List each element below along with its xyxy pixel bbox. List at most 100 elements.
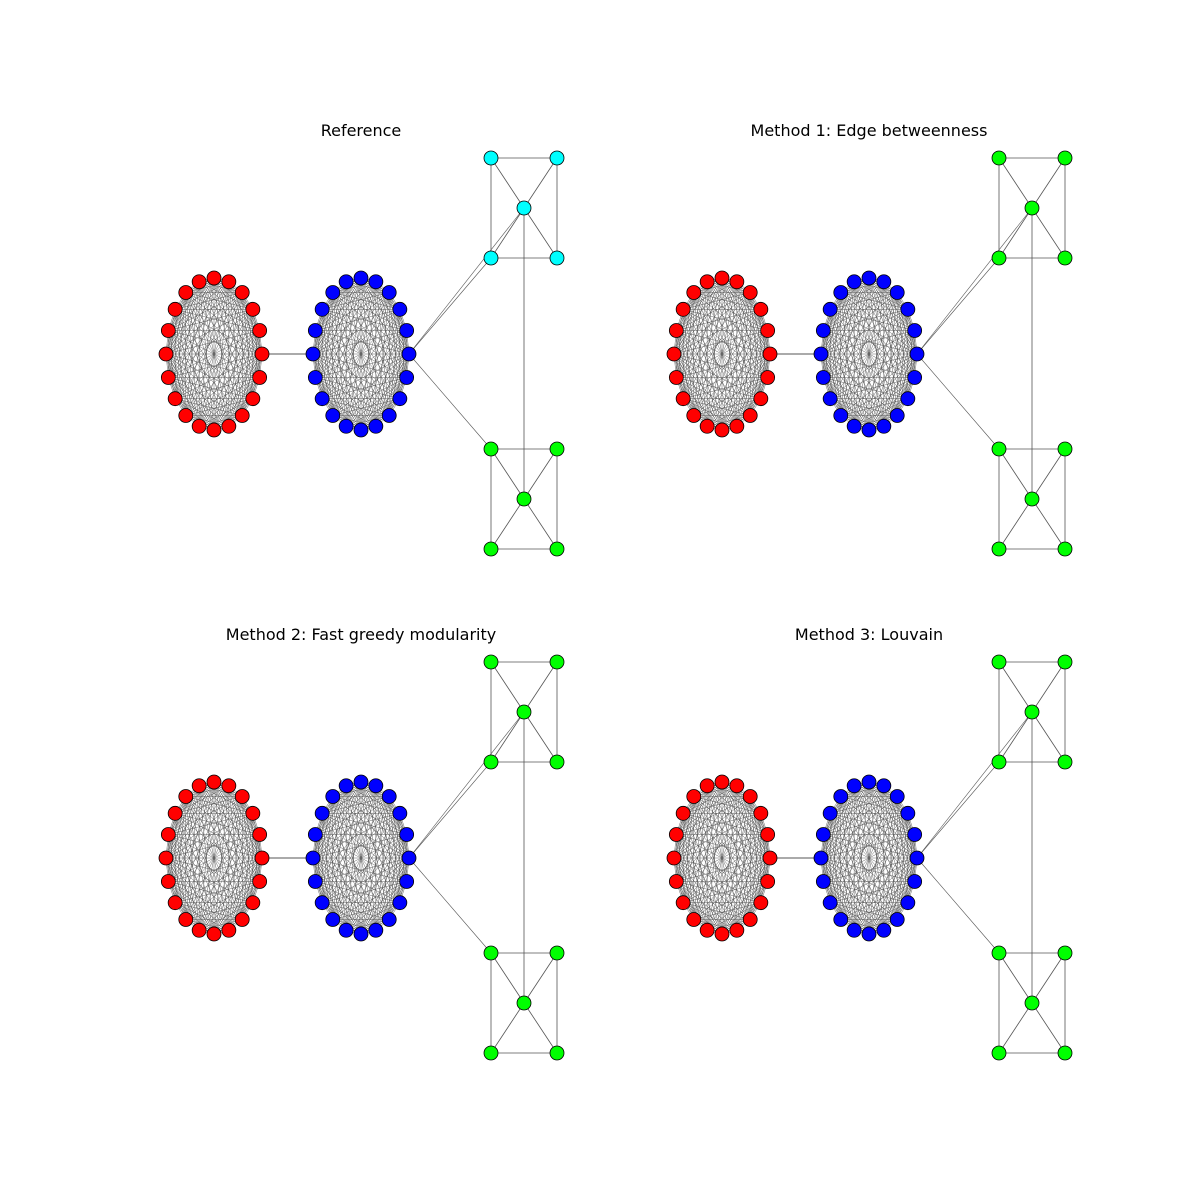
bridge-edge [916,761,1000,859]
cluster-edge [1031,952,1066,1004]
node-ring-right [401,850,417,866]
cluster-edge [1031,498,1066,550]
ring-edge [315,330,410,355]
ring-edge [185,292,215,431]
ring-edge [840,796,909,903]
ring-edge [228,881,260,931]
ring-edge [736,881,768,931]
ring-edge [241,292,263,355]
node-ring-right [338,922,354,938]
ring-edge [823,881,855,931]
ring-edge [693,309,762,416]
ring-edge [388,292,410,355]
ring-edge [673,292,695,355]
ring-edge [883,330,915,427]
ring-edge [829,813,898,920]
cluster-edge [1031,448,1066,500]
ring-edge [345,281,377,427]
ring-edge [213,781,253,814]
ring-edge [907,330,915,399]
cluster-edge [490,1002,525,1054]
ring-edge [706,281,762,399]
ring-edge [213,277,253,310]
node-cluster-bottom [991,945,1007,961]
node-cluster-bottom [483,1045,499,1061]
ring-edge [840,292,918,355]
panel-title: Method 2: Fast greedy modularity [226,625,496,644]
ring-edge [683,796,751,814]
ring-edge [315,309,400,378]
ring-edge [829,309,855,427]
ring-edge [829,281,855,399]
ring-edge [345,796,390,931]
ring-edge [706,796,751,931]
node-cluster-top [1024,704,1040,720]
ring-edge [332,281,347,416]
ring-edge [332,796,410,859]
ring-edge [676,330,723,431]
ring-edge [322,902,376,931]
ring-edge [174,292,187,399]
ring-edge [676,881,751,920]
ring-edge [165,785,200,859]
node-ring-left [666,850,682,866]
node-ring-right [392,301,408,317]
ring-edge [198,785,243,920]
ring-edge [749,813,762,920]
ring-edge [830,834,915,903]
node-ring-left [714,926,730,942]
node-ring-left [714,270,730,286]
panel-edge-betweenness: Method 1: Edge betweenness [666,121,1073,557]
ring-edge [322,796,390,814]
ring-edge [693,785,738,920]
node-ring-left [252,874,268,889]
ring-edge [840,796,915,882]
ring-edge [673,857,708,931]
node-ring-right [353,270,369,286]
ring-edge [165,353,260,378]
ring-edge [840,796,870,935]
ring-edge [868,857,918,935]
node-cluster-top [1057,654,1073,670]
ring-edge [321,813,347,931]
cluster-edge [523,1002,558,1054]
ring-edge [252,330,260,399]
ring-edge [185,796,230,931]
node-ring-right [889,285,905,300]
node-ring-left [742,408,758,423]
node-cluster-top [991,250,1007,266]
ring-edge [676,330,761,399]
cluster-edge [1031,711,1066,763]
ring-edge [198,281,254,399]
ring-edge [345,785,407,882]
ring-edge [820,353,915,378]
ring-edge [332,796,347,931]
ring-edge [673,857,768,882]
ring-edge [213,857,263,935]
ring-edge [676,377,723,431]
ring-edge [706,785,762,903]
ring-edge [823,834,831,903]
ring-edge [185,292,253,310]
node-ring-right [314,391,330,407]
ring-edge [241,292,254,399]
ring-edge [676,834,708,931]
ring-edge [749,292,771,355]
ring-edge [315,785,347,835]
ring-edge [820,353,855,427]
ring-edge [332,796,400,814]
cluster-edge [998,498,1033,550]
node-ring-right [381,285,397,300]
node-ring-right [861,422,877,438]
ring-edge [185,785,200,920]
ring-edge [185,796,254,903]
ring-edge [165,834,260,859]
ring-edge [315,330,347,427]
ring-edge [676,353,771,378]
ring-edge [868,785,885,935]
ring-edge [168,813,253,882]
ring-edge [676,281,708,331]
node-ring-right [846,778,862,794]
node-ring-right [815,323,831,338]
ring-edge [165,281,200,355]
